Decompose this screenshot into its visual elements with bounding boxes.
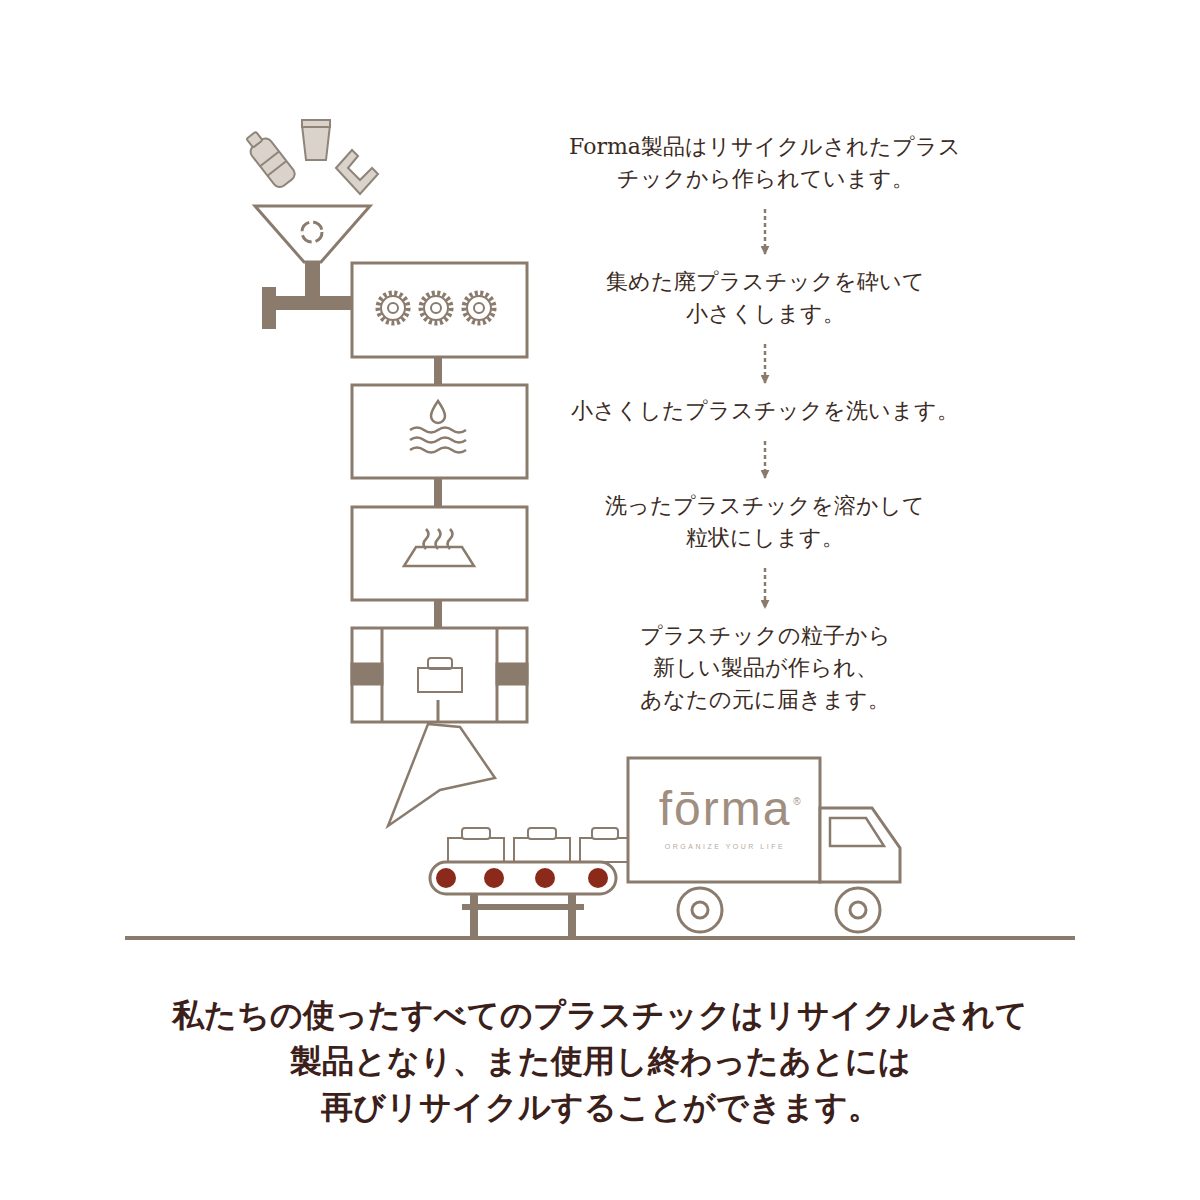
- dashed-arrow: [764, 568, 767, 608]
- dashed-arrow: [764, 209, 767, 254]
- plastic-waste: [242, 120, 378, 194]
- molding-box: [352, 628, 527, 722]
- caption: 私たちの使ったすべてのプラスチックはリサイクルされて 製品となり、また使用し終わ…: [172, 992, 1028, 1130]
- step-text-block: 洗ったプラスチックを溶かして 粒状にします。: [605, 490, 925, 554]
- melt-box: [352, 507, 527, 600]
- step-text: 小さくしたプラスチックを洗います。: [571, 395, 959, 427]
- wash-box: [352, 385, 527, 478]
- delivery-truck: [628, 758, 900, 932]
- step-text: Forma製品はリサイクルされたプラス チックから作られています。: [569, 131, 961, 195]
- logo-text: fōrma: [659, 783, 792, 836]
- step-text-block: Forma製品はリサイクルされたプラス チックから作られています。: [569, 131, 961, 195]
- step-text: プラスチックの粒子から 新しい製品が作られ、 あなたの元に届きます。: [640, 620, 891, 716]
- crusher-box: [352, 263, 527, 357]
- step-text-block: 集めた廃プラスチックを砕いて 小さくします。: [606, 266, 925, 330]
- logo-tagline: ORGANIZE YOUR LIFE: [665, 843, 785, 851]
- output-chute: [388, 724, 495, 826]
- trademark-mark: ®: [793, 796, 800, 807]
- dashed-arrow: [764, 344, 767, 383]
- ground-line: [125, 936, 1075, 940]
- step-text-block: プラスチックの粒子から 新しい製品が作られ、 あなたの元に届きます。: [640, 620, 891, 716]
- step-text: 洗ったプラスチックを溶かして 粒状にします。: [605, 490, 925, 554]
- step-text-block: 小さくしたプラスチックを洗います。: [571, 395, 959, 427]
- step-text: 集めた廃プラスチックを砕いて 小さくします。: [606, 266, 925, 330]
- dashed-arrow: [764, 441, 767, 478]
- conveyor: [430, 828, 630, 938]
